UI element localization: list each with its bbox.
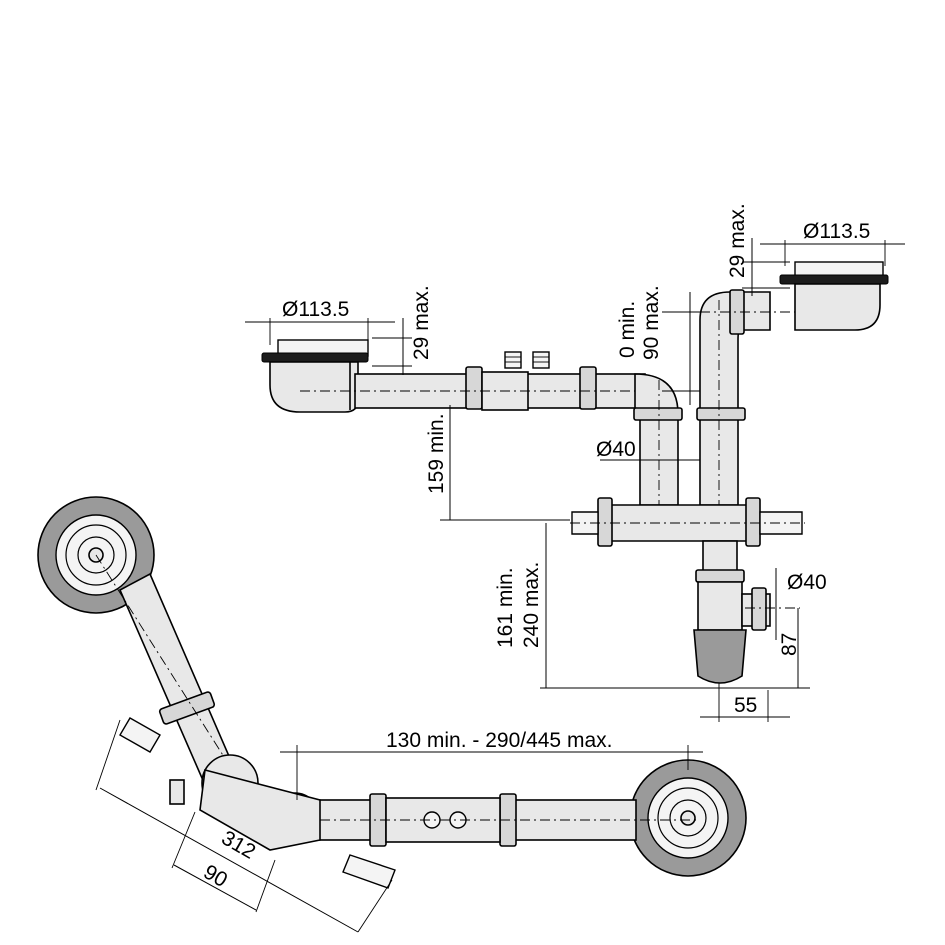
left-strainer-side (261, 339, 369, 413)
right-flange-height-label: 29 max. (726, 203, 749, 278)
right-strainer-side (779, 261, 889, 331)
dimension-plan-length: 312 (95, 719, 393, 933)
dimension-left-diameter: Ø113.5 (245, 298, 395, 345)
outlet-height-min-label: 161 min. (494, 567, 517, 648)
right-strainer-diameter-label: Ø113.5 (803, 220, 870, 243)
left-strainer-diameter-label: Ø113.5 (282, 298, 349, 321)
outlet-center-height-label: 87 (778, 633, 801, 656)
left-elbow (633, 373, 683, 520)
elbow-offset-max-label: 90 max. (640, 285, 663, 360)
dimension-branch-height: 159 min. (425, 405, 570, 521)
branch-height-label: 159 min. (425, 413, 448, 494)
dimension-right-diameter: Ø113.5 (760, 220, 905, 266)
plan-manifold (119, 717, 396, 889)
plan-right-strainer (629, 759, 747, 877)
elbow-offset-min-label: 0 min. (616, 301, 639, 358)
plan-view: 130 min. - 290/445 max. 312 90 (37, 496, 747, 933)
left-flange-height-label: 29 max. (410, 285, 433, 360)
plan-diagonal-pipe (95, 554, 246, 791)
dimension-branch-diameter: Ø40 (596, 438, 700, 461)
trap-offset-label: 55 (734, 694, 757, 717)
dimension-elbow-offset: 0 min. 90 max. (616, 285, 700, 405)
plan-offset-label: 90 (200, 860, 232, 892)
dimension-right-flange: 29 max. (726, 203, 790, 296)
plan-horizontal-pipe (280, 793, 700, 847)
plan-span-label: 130 min. - 290/445 max. (386, 729, 612, 752)
horizontal-branch-pipe (300, 351, 685, 411)
outlet-diameter-label: Ø40 (787, 571, 827, 594)
dimension-trap-offset: 55 (700, 690, 790, 722)
dimension-outlet-diameter: Ø40 (775, 568, 827, 640)
dimension-left-flange: 29 max. (372, 285, 433, 375)
branch-diameter-label: Ø40 (596, 438, 636, 461)
dimension-outlet-center: 87 (778, 608, 801, 688)
dimension-plan-span: 130 min. - 290/445 max. (280, 729, 703, 800)
outlet-height-max-label: 240 max. (520, 562, 543, 648)
tee-manifold (570, 497, 805, 547)
elevation-view: Ø113.5 29 max. Ø113.5 29 max. 0 min. 90 … (245, 203, 905, 722)
bottle-trap (693, 540, 800, 684)
dimension-outlet-height: 161 min. 240 max. (494, 523, 810, 689)
